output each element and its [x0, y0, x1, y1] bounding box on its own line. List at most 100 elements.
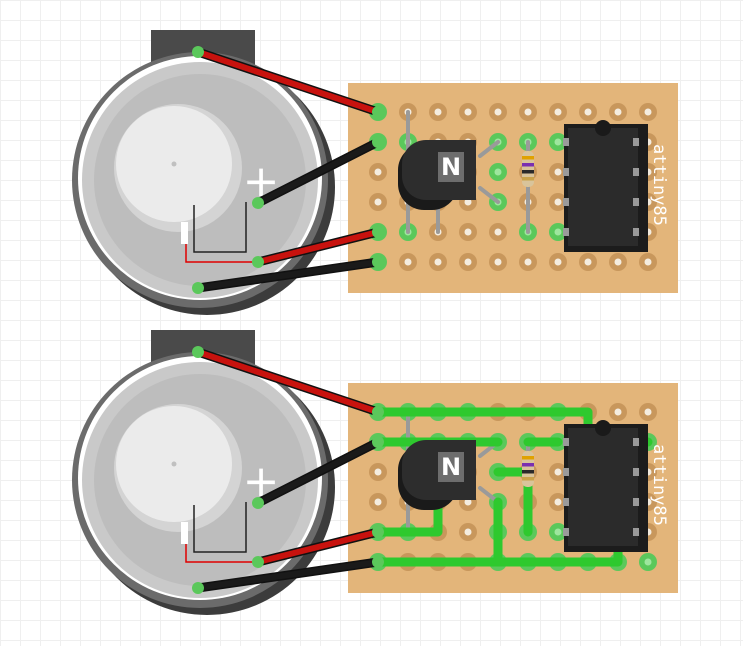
wire-black-ground-end — [192, 582, 204, 594]
perfboard-hole — [554, 168, 562, 176]
wire-black-signal — [255, 139, 381, 206]
perfboard-hole — [464, 258, 472, 266]
wires — [192, 46, 384, 294]
wire-red-vcc-end — [372, 406, 384, 418]
wire-red-supply-end — [372, 226, 384, 238]
perfboard-hole — [374, 198, 382, 206]
battery-inner-wire — [193, 502, 247, 553]
perfboard-hole — [644, 558, 652, 566]
resistor-band — [522, 177, 534, 181]
chip-pin — [633, 438, 639, 446]
attiny85-chip: attiny85 — [563, 120, 669, 252]
wire-black-ground-end — [192, 282, 204, 294]
wire-black-ground-end — [372, 256, 384, 268]
chip-pin — [563, 438, 569, 446]
resistor-band — [522, 463, 534, 467]
chip-pin — [633, 198, 639, 206]
resistor-band — [522, 456, 534, 460]
perfboard-hole — [554, 228, 562, 236]
chip-pin — [563, 168, 569, 176]
wire-red-vcc — [195, 49, 381, 115]
wire-red-vcc-end — [192, 346, 204, 358]
wire-black-signal-end — [372, 136, 384, 148]
wire-black-signal-end — [252, 497, 264, 509]
attiny85-chip: attiny85 — [563, 420, 669, 552]
chip-pin — [633, 468, 639, 476]
transistor-label-plate — [438, 452, 464, 482]
transistor-lead — [478, 186, 500, 204]
perfboard-hole — [464, 108, 472, 116]
perfboard-hole — [494, 228, 502, 236]
perfboard-hole — [554, 138, 562, 146]
wire-red-vcc-end — [372, 106, 384, 118]
perfboard-hole — [374, 498, 382, 506]
perfboard-hole — [374, 468, 382, 476]
chip-label: attiny85 — [649, 444, 669, 526]
chip-label: attiny85 — [649, 144, 669, 226]
chip-pin — [563, 138, 569, 146]
perfboard-hole — [554, 468, 562, 476]
perfboard-hole — [524, 258, 532, 266]
wire-black-signal-end — [252, 197, 264, 209]
chip-body — [568, 428, 638, 546]
battery-inner-wire-red — [185, 244, 256, 263]
perfboard-hole — [614, 408, 622, 416]
chip-body — [568, 128, 638, 246]
chip-pin — [633, 498, 639, 506]
battery-inner-wire-red — [185, 544, 256, 563]
chip-pin — [563, 468, 569, 476]
chip-pin — [563, 498, 569, 506]
battery-minus-lead — [181, 222, 188, 244]
perfboard-hole — [464, 528, 472, 536]
chip-pin — [633, 138, 639, 146]
wire-red-vcc — [195, 349, 381, 415]
perfboard-hole — [554, 498, 562, 506]
transistor-symbol: N — [441, 453, 461, 481]
chip-pin — [563, 528, 569, 536]
perfboard-hole — [374, 168, 382, 176]
resistor-band — [522, 163, 534, 167]
battery-inner-wire — [193, 202, 247, 253]
wire-black-ground-end — [372, 556, 384, 568]
trace-ground-link — [373, 497, 443, 537]
transistor-label-plate — [438, 152, 464, 182]
chip-pin — [563, 228, 569, 236]
wire-red-supply — [255, 529, 381, 565]
perfboard-hole — [584, 108, 592, 116]
perfboard-hole — [464, 228, 472, 236]
perfboard-hole — [584, 258, 592, 266]
resistor-band — [522, 170, 534, 174]
wire-black-ground — [195, 559, 381, 591]
chip-notch — [595, 420, 611, 436]
resistor-band — [522, 470, 534, 474]
battery-holder: + — [72, 330, 335, 615]
perfboard-hole — [464, 498, 472, 506]
transistor-symbol: N — [441, 153, 461, 181]
transistor: N — [398, 140, 476, 210]
battery-minus-lead — [181, 522, 188, 544]
perfboard-hole — [614, 258, 622, 266]
perfboard-hole — [554, 528, 562, 536]
perfboard-hole — [434, 108, 442, 116]
perfboard-hole — [494, 258, 502, 266]
perfboard-hole — [494, 108, 502, 116]
resistor — [522, 151, 534, 187]
perfboard-hole — [554, 108, 562, 116]
chip-pin — [633, 528, 639, 536]
resistor-band — [522, 477, 534, 481]
chip-pin — [563, 198, 569, 206]
resistor — [522, 451, 534, 487]
battery-holder: + — [72, 30, 335, 315]
wire-black-signal — [255, 439, 381, 506]
resistor-band — [522, 156, 534, 160]
perfboard-hole — [554, 258, 562, 266]
wires — [192, 346, 384, 594]
wire-red-vcc-end — [192, 46, 204, 58]
wire-red-supply-end — [372, 526, 384, 538]
perfboard-hole — [494, 168, 502, 176]
wire-red-supply — [255, 229, 381, 265]
wire-black-signal-end — [372, 436, 384, 448]
